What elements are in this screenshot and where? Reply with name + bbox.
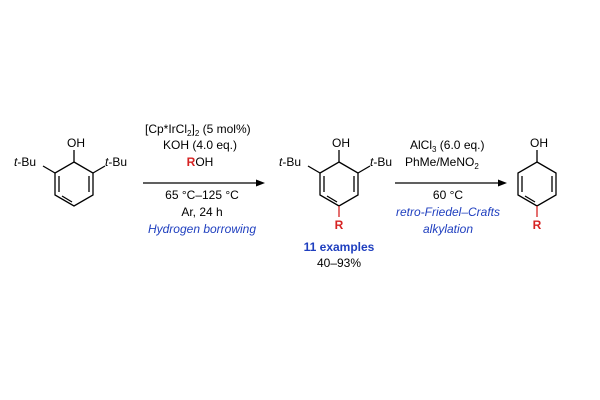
sm-oh-label: OH [67, 136, 85, 150]
ring1-right-tbu-bond [92, 165, 106, 174]
step1-label: Hydrogen borrowing [148, 222, 256, 236]
product-structure [517, 150, 557, 207]
int-left-tbu-label: t-Bu [279, 155, 301, 169]
benzene-ring-1 [54, 161, 94, 207]
starting-material [42, 150, 106, 207]
benzene-ring-2 [319, 161, 359, 207]
benzene-ring-3 [517, 161, 557, 207]
sm-left-tbu-label: t-Bu [14, 155, 36, 169]
step2-temperature: 60 °C [433, 188, 463, 202]
prod-oh-label: OH [530, 136, 548, 150]
prod-r-label: R [533, 218, 542, 232]
step1-arrowhead [256, 179, 265, 187]
ring2-left-tbu-bond [307, 165, 321, 174]
sm-right-tbu-label: t-Bu [105, 155, 127, 169]
ring1-double-bond-c [61, 195, 73, 203]
int-right-tbu-label: t-Bu [370, 155, 392, 169]
ring3-double-bond-c [524, 195, 536, 203]
step1-catalyst: [Cp*IrCl2]2 (5 mol%) [145, 122, 251, 138]
int-examples-count: 11 examples [304, 240, 375, 254]
int-r-label: R [335, 218, 344, 232]
step2-label-line1: retro-Friedel–Crafts [396, 205, 500, 219]
step1-alcohol: ROH [187, 155, 214, 169]
step2-reagent: AlCl3 (6.0 eq.) [410, 138, 485, 154]
ring1-left-tbu-bond [42, 165, 56, 174]
step1-conditions: Ar, 24 h [181, 205, 222, 219]
int-yield-range: 40–93% [317, 256, 361, 270]
ring2-right-tbu-bond [357, 165, 371, 174]
step1-temperature: 65 °C–125 °C [165, 188, 239, 202]
step2-arrow [395, 179, 507, 187]
step1-arrow [143, 179, 265, 187]
int-oh-label: OH [332, 136, 350, 150]
step2-solvent: PhMe/MeNO2 [405, 155, 479, 171]
step2-arrowhead [498, 179, 507, 187]
step1-base: KOH (4.0 eq.) [163, 138, 237, 152]
step2-label-line2: alkylation [423, 222, 473, 236]
intermediate-structure [307, 150, 371, 207]
ring2-double-bond-c [326, 195, 338, 203]
